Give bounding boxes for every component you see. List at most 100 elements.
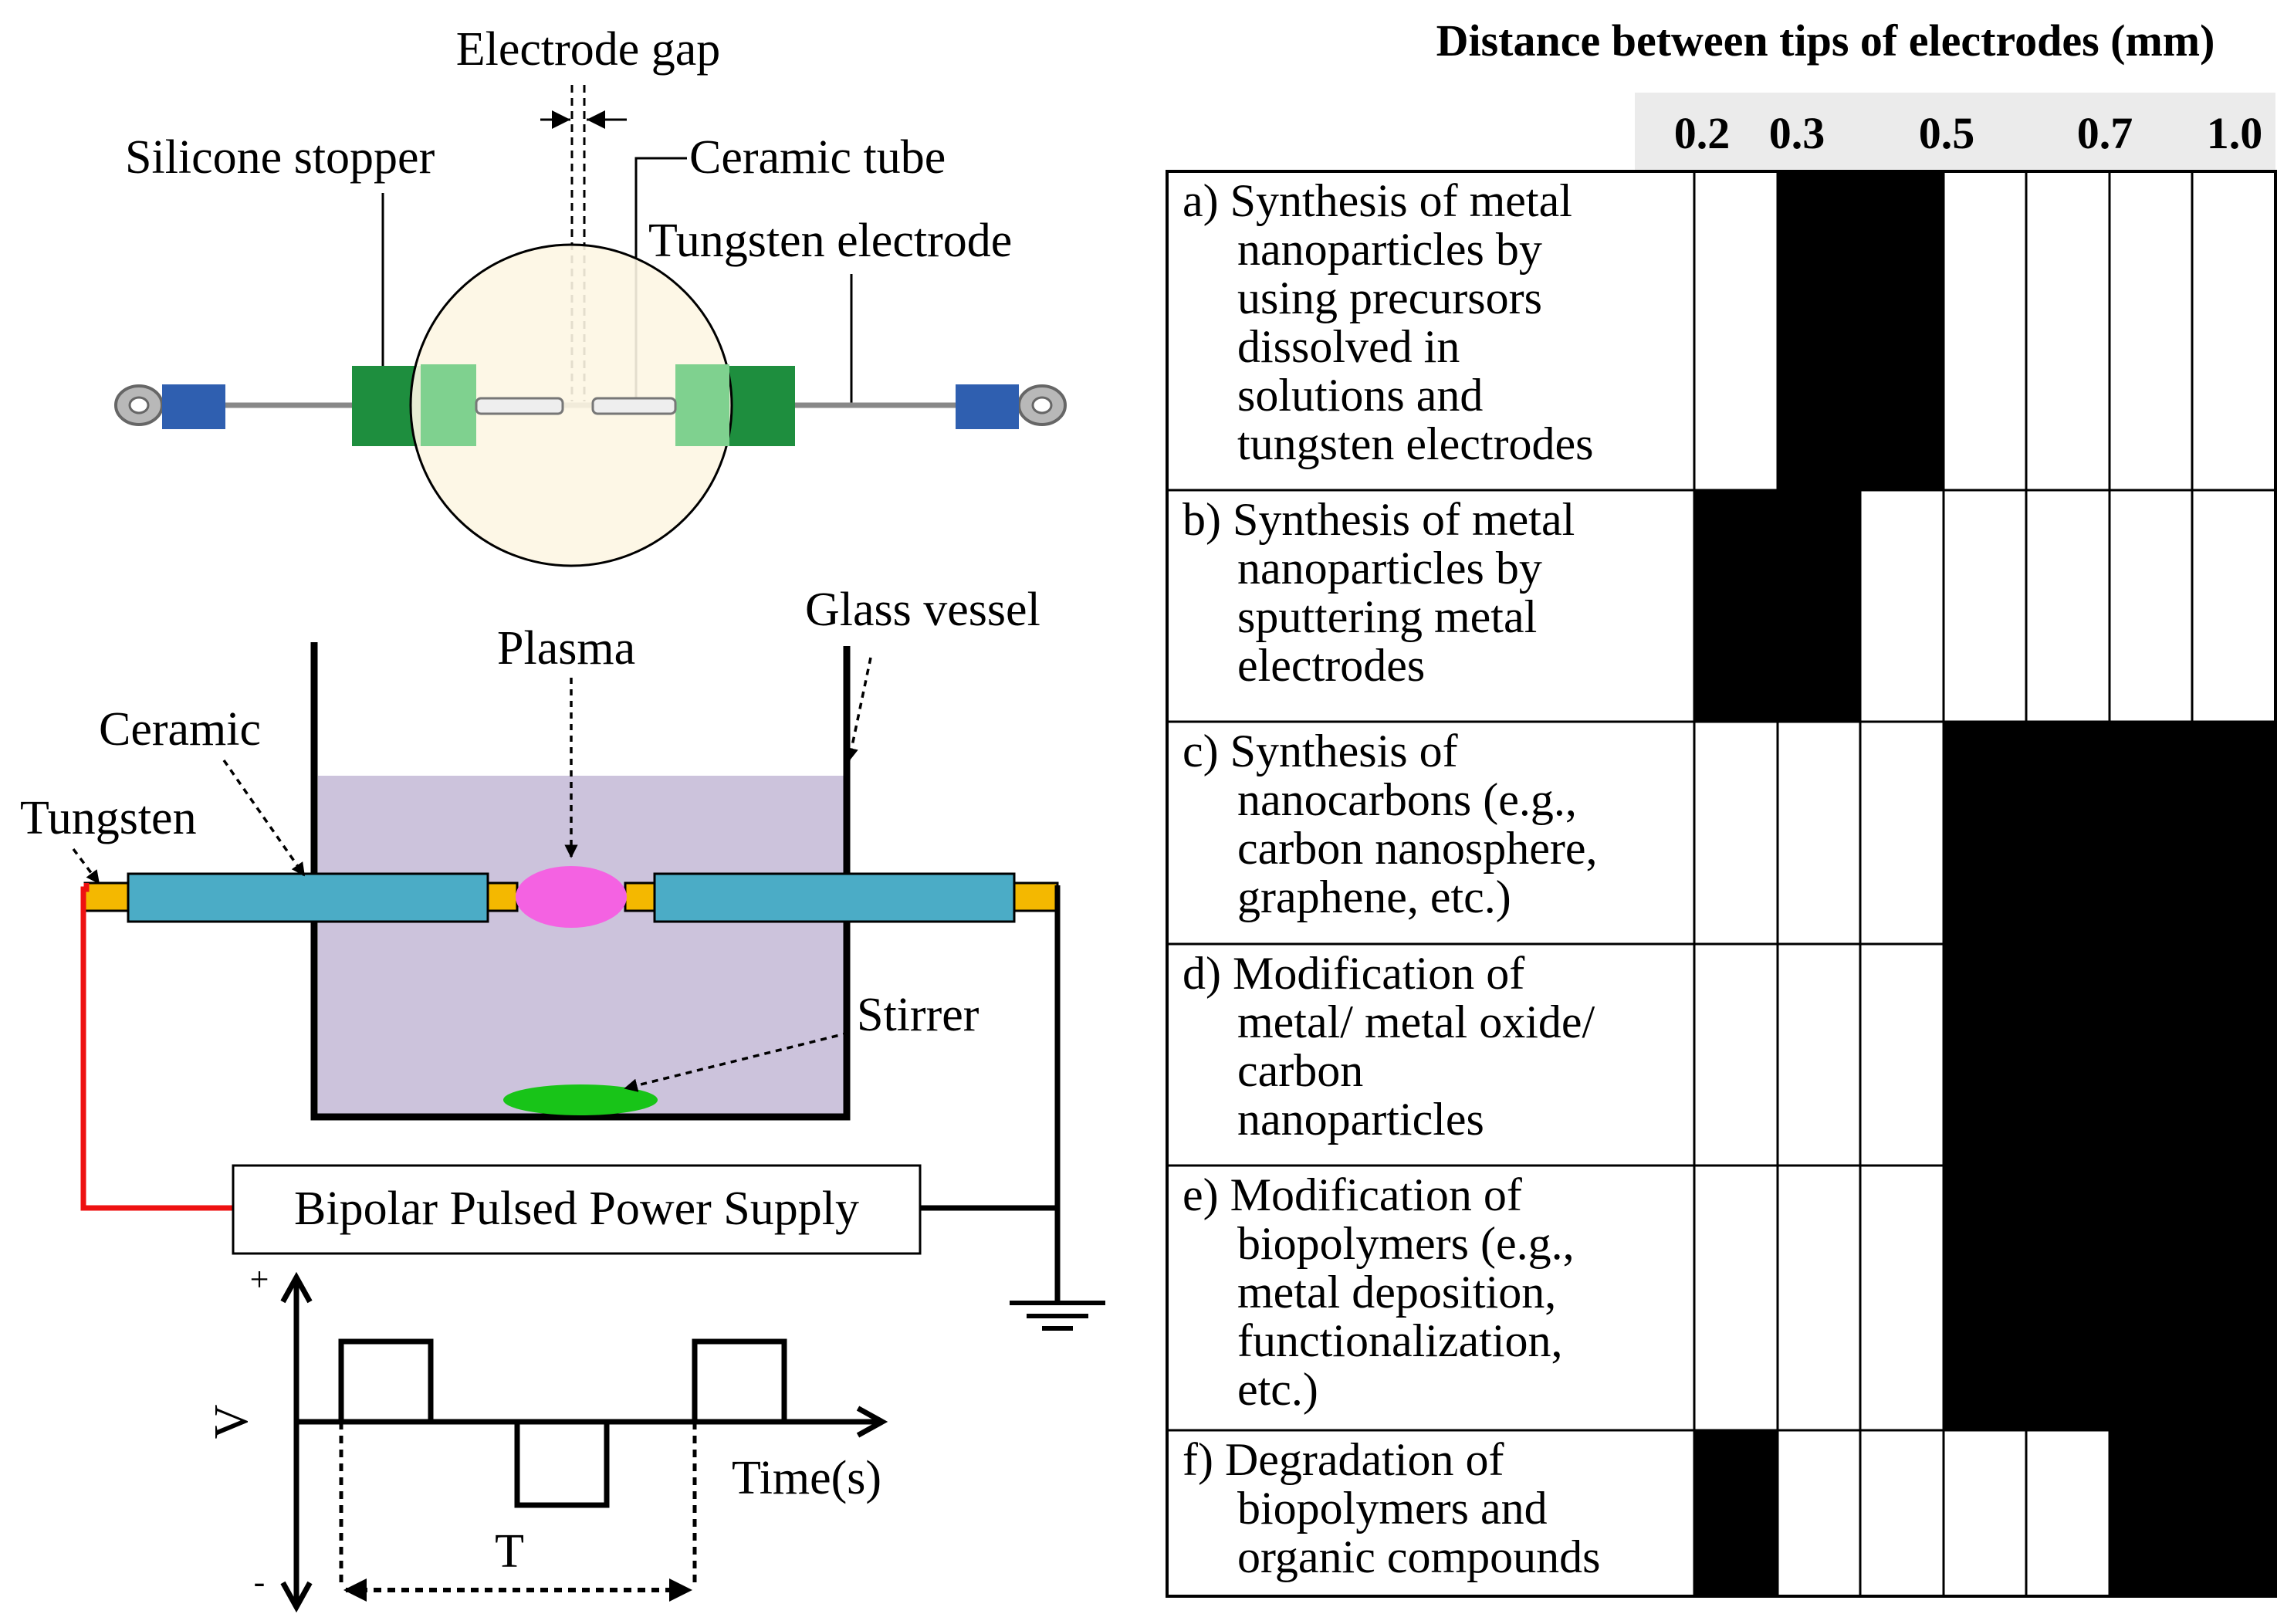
table-cell-b-6: [2108, 489, 2194, 723]
table-cell-d-4: [1942, 942, 2028, 1167]
table-cell-d-3: [1859, 942, 1945, 1167]
table-row-text-c: c) Synthesis of: [1183, 726, 1458, 776]
table-grid: a) Synthesis of metal nanoparticles by usi…: [1166, 170, 2277, 1598]
tick-0-3: 0.3: [1769, 108, 1825, 158]
vessel-top-view: [409, 243, 733, 567]
table-row-label-cell-d: [1166, 942, 1696, 1167]
table-cell-c-2: [1776, 720, 1862, 946]
table-cell-e-6: [2108, 1164, 2194, 1432]
silicone-stopper-label: Silicone stopper: [125, 131, 435, 184]
connector-left: [162, 384, 225, 429]
table-cell-f-1: [1693, 1429, 1779, 1598]
tungsten-tip-left-outer: [83, 881, 131, 912]
table-cell-e-5: [2025, 1164, 2111, 1432]
table-row-text-a: solutions and: [1237, 370, 1483, 421]
stirrer-arrow: [624, 1031, 850, 1092]
table-cell-e-1: [1693, 1164, 1779, 1432]
table-row-text-b: nanoparticles by: [1237, 543, 1542, 594]
voltage-axis-label: V: [205, 1404, 258, 1439]
table-cell-d-6: [2108, 942, 2194, 1167]
stopper-inner-right: [675, 364, 729, 446]
tick-band: [1635, 93, 2275, 170]
table-cell-f-6: [2108, 1429, 2194, 1598]
table-cell-e-3: [1859, 1164, 1945, 1432]
time-axis-label: Time(s): [732, 1452, 881, 1504]
ceramic-tube-left: [475, 397, 564, 415]
table-row-text-a: dissolved in: [1237, 321, 1460, 372]
ceramic-tube-side-right: [653, 872, 1016, 923]
table-cell-a-1: [1693, 170, 1779, 492]
table-row-text-c: nanocarbons (e.g.,: [1237, 774, 1577, 825]
table-cell-a-3: [1859, 170, 1945, 492]
power-wire-left: [80, 883, 233, 1211]
ceramic-tube-label: Ceramic tube: [689, 131, 946, 184]
table-row-text-e: biopolymers (e.g.,: [1237, 1218, 1575, 1269]
table-row-text-a: using precursors: [1237, 272, 1542, 323]
tick-0-2: 0.2: [1674, 108, 1731, 158]
electrode-distance-table: Distance between tips of electrodes (mm)…: [1166, 15, 2277, 1598]
tick-1-0: 1.0: [2207, 108, 2263, 158]
table-row-text-e: metal deposition,: [1237, 1267, 1556, 1318]
tungsten-electrode-label: Tungsten electrode: [648, 215, 1012, 267]
waveform-diagram: + - V Time(s) T: [205, 1260, 882, 1607]
table-row-text-d: d) Modification of: [1183, 948, 1524, 999]
power-supply-box: [232, 1164, 922, 1255]
table-row-text-d: metal/ metal oxide/: [1237, 996, 1595, 1047]
table-cell-a-4: [1942, 170, 2028, 492]
table-row-label-cell-e: [1166, 1164, 1696, 1432]
table-cell-b-2: [1776, 489, 1862, 723]
tick-0-7: 0.7: [2077, 108, 2133, 158]
table-row-text-b: sputtering metal: [1237, 591, 1537, 642]
table-cell-b-3: [1859, 489, 1945, 723]
table-cell-e-4: [1942, 1164, 2028, 1432]
table-cell-d-7: [2191, 942, 2277, 1167]
glass-vessel-label: Glass vessel: [805, 584, 1040, 636]
power-supply-label: Bipolar Pulsed Power Supply: [294, 1182, 859, 1235]
table-row-text-e: e) Modification of: [1183, 1169, 1522, 1220]
tick-0-5: 0.5: [1919, 108, 1975, 158]
table-row-text-f: organic compounds: [1237, 1531, 1600, 1582]
table-row-label-cell-b: [1166, 489, 1696, 723]
minus-sign: -: [254, 1563, 266, 1601]
table-row-text-a: tungsten electrodes: [1237, 418, 1594, 469]
table-border: [1166, 170, 2277, 1598]
ring-lug-left-hole: [128, 396, 150, 414]
plus-sign: +: [250, 1260, 269, 1298]
table-cell-a-2: [1776, 170, 1862, 492]
ring-lug-right-hole: [1031, 396, 1053, 414]
table-row-text-e: etc.): [1237, 1364, 1318, 1415]
stopper-inner-left: [421, 364, 476, 446]
ceramic-arrow: [222, 759, 306, 877]
glass-vessel-arrow: [844, 657, 872, 762]
tungsten-arrow: [72, 848, 100, 885]
table-cell-c-6: [2108, 720, 2194, 946]
ceramic-label: Ceramic: [99, 703, 261, 756]
liquid: [318, 776, 844, 1115]
plasma: [516, 866, 627, 928]
table-cell-c-4: [1942, 720, 2028, 946]
plasma-label: Plasma: [497, 622, 635, 675]
table-row-label-cell-a: [1166, 170, 1696, 492]
table-title: Distance between tips of electrodes (mm): [1436, 15, 2215, 66]
table-cell-c-1: [1693, 720, 1779, 946]
table-cell-b-4: [1942, 489, 2028, 723]
connector-right: [956, 384, 1019, 429]
table-cell-a-7: [2191, 170, 2277, 492]
table-row-label-cell-c: [1166, 720, 1696, 946]
setup-diagram: Glass vessel Plasma Ceramic Tungsten Sti…: [20, 584, 1105, 1331]
tungsten-tip-left-inner: [485, 881, 519, 912]
electrode-gap-label: Electrode gap: [456, 23, 721, 76]
table-row-text-b: b) Synthesis of metal: [1183, 494, 1575, 545]
table-cell-b-7: [2191, 489, 2277, 723]
ceramic-tube-right: [591, 397, 677, 415]
table-cell-c-3: [1859, 720, 1945, 946]
table-cell-a-5: [2025, 170, 2111, 492]
top-view-diagram: Electrode gap Silicone stopper Ceramic t…: [114, 23, 1067, 567]
table-cell-b-5: [2025, 489, 2111, 723]
stirrer: [503, 1084, 658, 1115]
table-row-text-c: graphene, etc.): [1237, 871, 1511, 922]
table-row-text-b: electrodes: [1237, 640, 1425, 691]
table-cell-c-7: [2191, 720, 2277, 946]
table-cell-c-5: [2025, 720, 2111, 946]
table-row-text-a: a) Synthesis of metal: [1183, 175, 1572, 226]
